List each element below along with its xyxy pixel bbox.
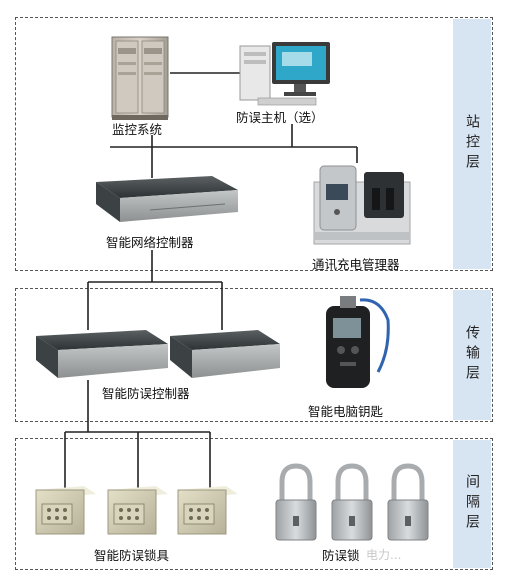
smart-lock-drawing-2 bbox=[107, 486, 168, 535]
host-pc-drawing bbox=[239, 42, 330, 106]
network-controller-drawing bbox=[96, 176, 238, 222]
anti-misop-host-label: 防误主机（选） bbox=[236, 110, 324, 125]
comm-charger-drawing bbox=[313, 165, 411, 245]
anti-misop-padlock-label: 防误锁 bbox=[322, 548, 360, 563]
anti-misop-controller-label: 智能防误控制器 bbox=[102, 386, 190, 401]
station-connection-lines bbox=[64, 72, 358, 490]
transmission-layer-tab: 传输层 bbox=[453, 290, 491, 420]
transmission-layer-box bbox=[15, 288, 493, 422]
station-layer-label: 站控层 bbox=[464, 114, 480, 174]
bay-layer-tab: 间隔层 bbox=[453, 440, 491, 568]
smart-lock-drawing-1 bbox=[35, 486, 96, 535]
monitor-system-label: 监控系统 bbox=[112, 122, 163, 137]
bay-layer-label: 间隔层 bbox=[464, 474, 480, 534]
smart-lock-drawing-3 bbox=[177, 486, 238, 535]
anti-misop-controller-drawing-2 bbox=[170, 330, 280, 378]
smart-lock-label: 智能防误锁具 bbox=[94, 548, 170, 563]
station-layer-box bbox=[15, 17, 493, 271]
bay-layer-box bbox=[15, 438, 493, 570]
comm-charger-label: 通讯充电管理器 bbox=[312, 257, 400, 272]
watermark: 电力... bbox=[366, 548, 402, 562]
station-layer-tab: 站控层 bbox=[453, 19, 491, 269]
anti-misop-controller-drawing-1 bbox=[36, 330, 168, 378]
network-controller-label: 智能网络控制器 bbox=[106, 235, 194, 250]
padlock-drawing-1 bbox=[275, 463, 317, 541]
monitor-cabinet-drawing bbox=[111, 36, 169, 120]
smart-key-drawing bbox=[326, 296, 390, 388]
padlock-drawing-2 bbox=[331, 463, 373, 541]
padlock-drawing-3 bbox=[387, 463, 429, 541]
transmission-layer-label: 传输层 bbox=[464, 325, 480, 385]
smart-key-label: 智能电脑钥匙 bbox=[308, 404, 384, 419]
